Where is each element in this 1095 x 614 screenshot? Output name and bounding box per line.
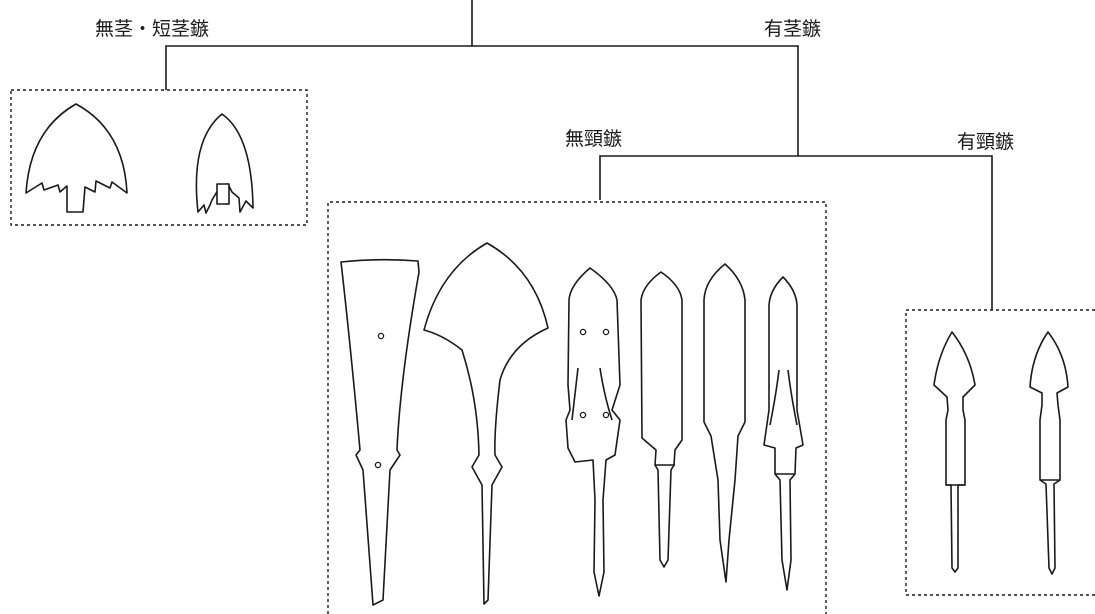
arrowhead-mutou-3 xyxy=(565,267,621,597)
arrowhead-mukei-1 xyxy=(25,103,128,213)
mid-branch-line xyxy=(599,155,993,310)
arrowhead-mutou-5 xyxy=(703,263,746,583)
label-mukei-tankei: 無茎・短茎鏃 xyxy=(95,18,210,40)
arrowhead-mutou-6 xyxy=(763,276,804,591)
tree-connectors xyxy=(165,0,993,310)
arrowhead-mutou-4 xyxy=(640,271,683,568)
arrowhead-yutou-1 xyxy=(933,331,976,573)
group-box-mukei xyxy=(10,89,308,226)
top-branch-line xyxy=(165,45,799,156)
label-mutou: 無頸鏃 xyxy=(565,128,623,150)
arrowhead-mutou-1 xyxy=(340,258,420,606)
group-box-yutou xyxy=(905,309,1095,596)
label-yukei: 有茎鏃 xyxy=(764,18,822,40)
group-box-mutou xyxy=(327,201,827,614)
arrowhead-mukei-2 xyxy=(195,113,254,214)
arrowhead-mutou-2 xyxy=(423,242,549,605)
arrowhead-yutou-2 xyxy=(1029,331,1069,575)
label-yutou: 有頸鏃 xyxy=(957,131,1015,153)
